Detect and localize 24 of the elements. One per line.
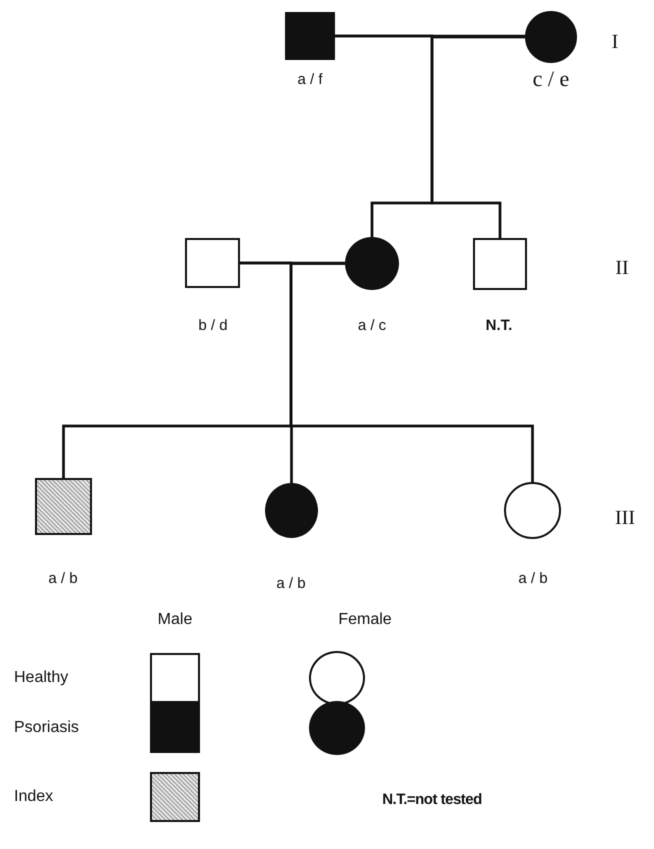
legend-label: Index	[14, 789, 54, 805]
genotype-label: N.T.	[486, 318, 512, 333]
genotype-label: a / f	[298, 72, 322, 87]
genotype-label: c / e	[532, 68, 570, 90]
male-symbol	[185, 238, 240, 288]
genotype-label: a / b	[48, 571, 78, 586]
generation-label: II	[615, 258, 629, 278]
column-header: Female	[338, 612, 392, 628]
legend-label: Psoriasis	[14, 720, 79, 736]
male-symbol	[35, 478, 92, 535]
genotype-label: a / b	[276, 576, 306, 591]
generation-label: I	[612, 32, 618, 52]
genotype-label: a / c	[358, 318, 386, 333]
female-symbol	[525, 11, 577, 63]
male-symbol	[285, 12, 335, 60]
descent-line	[290, 262, 534, 482]
male-symbol	[473, 238, 527, 290]
genotype-label: b / d	[198, 318, 228, 333]
descent-line	[430, 36, 525, 238]
genotype-label: a / b	[518, 571, 548, 586]
legend-note: N.T.=not tested	[382, 792, 482, 807]
column-header: Male	[158, 612, 192, 628]
generation-label: III	[615, 508, 635, 528]
legend-label: Healthy	[14, 670, 68, 686]
